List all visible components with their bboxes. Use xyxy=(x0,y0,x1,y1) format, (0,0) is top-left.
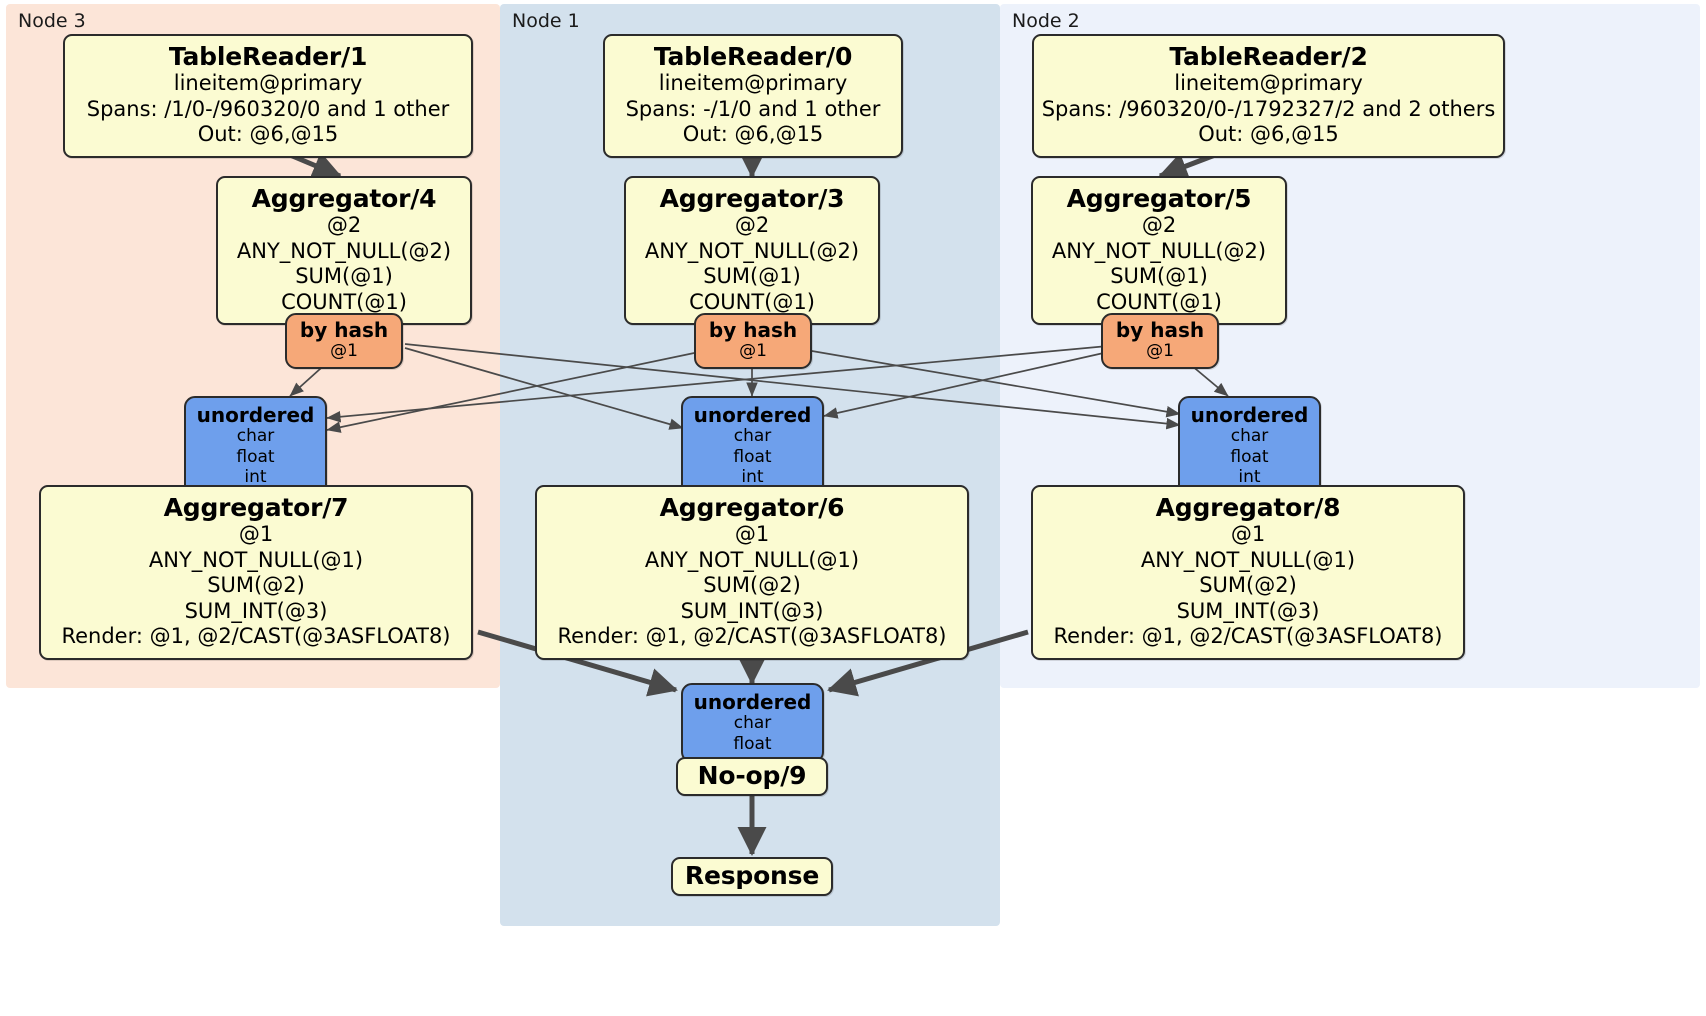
processor-detail-groupcol: @2 xyxy=(1141,213,1177,237)
processor-detail-agg2: SUM(@1) xyxy=(295,264,393,289)
router-title: unordered xyxy=(693,403,812,427)
processor-detail-render: Render: @1, @2/CAST(@3ASFLOAT8) xyxy=(61,624,451,649)
processor-detail-groupcol: @2 xyxy=(734,213,770,237)
processor-detail-agg1: ANY_NOT_NULL(@1) xyxy=(148,547,364,572)
processor-title: Aggregator/5 xyxy=(1066,184,1252,213)
router-by-hash-right[interactable]: by hash @1 xyxy=(1101,313,1219,369)
router-detail-type-2: float xyxy=(733,733,772,754)
processor-detail-agg3: SUM_INT(@3) xyxy=(184,598,328,623)
node-panel-label-node2: Node 2 xyxy=(1012,10,1080,32)
node-panel-label-node3: Node 3 xyxy=(18,10,86,32)
router-detail-type-2: float xyxy=(1230,446,1269,467)
processor-title: Aggregator/7 xyxy=(163,493,349,522)
processor-response[interactable]: Response xyxy=(671,857,833,896)
processor-detail-render: Render: @1, @2/CAST(@3ASFLOAT8) xyxy=(557,624,947,649)
processor-aggregator-8[interactable]: Aggregator/8 @1 ANY_NOT_NULL(@1) SUM(@2)… xyxy=(1031,485,1465,661)
processor-detail-render: Render: @1, @2/CAST(@3ASFLOAT8) xyxy=(1053,624,1443,649)
processor-detail-agg2: SUM(@2) xyxy=(207,573,305,598)
processor-detail-agg1: ANY_NOT_NULL(@2) xyxy=(1051,238,1267,263)
router-detail-column: @1 xyxy=(1146,341,1174,361)
processor-tablereader-1[interactable]: TableReader/1 lineitem@primary Spans: /1… xyxy=(63,34,473,158)
processor-detail-agg1: ANY_NOT_NULL(@2) xyxy=(644,238,860,263)
processor-title: Aggregator/3 xyxy=(659,184,845,213)
router-detail-column: @1 xyxy=(739,341,767,361)
processor-detail-agg3: COUNT(@1) xyxy=(689,289,815,314)
processor-detail-out: Out: @6,@15 xyxy=(1198,122,1339,147)
router-detail-type-3: int xyxy=(1238,467,1261,488)
processor-detail-out: Out: @6,@15 xyxy=(197,122,339,147)
processor-aggregator-7[interactable]: Aggregator/7 @1 ANY_NOT_NULL(@1) SUM(@2)… xyxy=(39,485,473,661)
router-title: unordered xyxy=(196,403,315,427)
processor-detail-table: lineitem@primary xyxy=(1174,71,1363,95)
router-title: by hash xyxy=(1115,318,1205,342)
processor-title: Aggregator/4 xyxy=(251,184,437,213)
processor-detail-groupcol: @1 xyxy=(238,522,274,546)
processor-detail-groupcol: @2 xyxy=(326,213,362,237)
router-by-hash-left[interactable]: by hash @1 xyxy=(285,313,403,369)
processor-detail-agg3: COUNT(@1) xyxy=(1096,289,1222,314)
router-detail-type-1: char xyxy=(1230,426,1269,446)
processor-detail-agg2: SUM(@2) xyxy=(703,573,801,598)
processor-detail-agg1: ANY_NOT_NULL(@1) xyxy=(644,547,860,572)
processor-detail-spans: Spans: /960320/0-/1792327/2 and 2 others xyxy=(1041,96,1496,121)
processor-detail-out: Out: @6,@15 xyxy=(682,122,824,147)
processor-aggregator-4[interactable]: Aggregator/4 @2 ANY_NOT_NULL(@2) SUM(@1)… xyxy=(216,176,472,326)
router-detail-column: @1 xyxy=(330,341,358,361)
processor-detail-agg3: SUM_INT(@3) xyxy=(1176,598,1320,623)
processor-detail-agg3: COUNT(@1) xyxy=(281,289,407,314)
node-panel-label-node1: Node 1 xyxy=(512,10,580,32)
router-detail-type-3: int xyxy=(741,467,764,488)
router-unordered-right[interactable]: unordered char float int xyxy=(1178,396,1321,498)
router-detail-type-3: int xyxy=(244,467,267,488)
router-unordered-mid[interactable]: unordered char float int xyxy=(681,396,824,498)
processor-detail-spans: Spans: /1/0-/960320/0 and 1 other xyxy=(86,96,450,121)
router-detail-type-2: float xyxy=(236,446,275,467)
router-title: by hash xyxy=(299,318,389,342)
router-detail-type-2: float xyxy=(733,446,772,467)
processor-tablereader-2[interactable]: TableReader/2 lineitem@primary Spans: /9… xyxy=(1032,34,1505,158)
processor-title: TableReader/0 xyxy=(653,42,853,71)
processor-title: Aggregator/8 xyxy=(1155,493,1341,522)
processor-title: TableReader/1 xyxy=(168,42,368,71)
router-detail-type-1: char xyxy=(733,713,772,733)
processor-title: No-op/9 xyxy=(697,761,807,790)
router-title: by hash xyxy=(708,318,798,342)
processor-aggregator-5[interactable]: Aggregator/5 @2 ANY_NOT_NULL(@2) SUM(@1)… xyxy=(1031,176,1287,326)
processor-detail-agg3: SUM_INT(@3) xyxy=(680,598,824,623)
processor-detail-agg2: SUM(@2) xyxy=(1199,573,1297,598)
processor-detail-table: lineitem@primary xyxy=(173,71,363,95)
router-detail-type-1: char xyxy=(236,426,275,446)
router-title: unordered xyxy=(693,690,812,714)
router-unordered-left[interactable]: unordered char float int xyxy=(184,396,327,498)
router-unordered-final[interactable]: unordered char float xyxy=(681,683,824,764)
router-by-hash-mid[interactable]: by hash @1 xyxy=(694,313,812,369)
processor-detail-agg2: SUM(@1) xyxy=(1110,264,1208,289)
processor-aggregator-6[interactable]: Aggregator/6 @1 ANY_NOT_NULL(@1) SUM(@2)… xyxy=(535,485,969,661)
processor-detail-groupcol: @1 xyxy=(734,522,770,546)
processor-detail-groupcol: @1 xyxy=(1230,522,1266,546)
processor-aggregator-3[interactable]: Aggregator/3 @2 ANY_NOT_NULL(@2) SUM(@1)… xyxy=(624,176,880,326)
processor-title: TableReader/2 xyxy=(1169,42,1368,71)
processor-title: Response xyxy=(684,861,820,890)
processor-detail-agg2: SUM(@1) xyxy=(703,264,801,289)
processor-detail-agg1: ANY_NOT_NULL(@2) xyxy=(236,238,452,263)
router-detail-type-1: char xyxy=(733,426,772,446)
processor-detail-spans: Spans: -/1/0 and 1 other xyxy=(625,96,881,121)
processor-tablereader-0[interactable]: TableReader/0 lineitem@primary Spans: -/… xyxy=(603,34,903,158)
processor-title: Aggregator/6 xyxy=(659,493,845,522)
router-title: unordered xyxy=(1190,403,1309,427)
processor-detail-table: lineitem@primary xyxy=(658,71,848,95)
processor-detail-agg1: ANY_NOT_NULL(@1) xyxy=(1140,547,1356,572)
processor-noop-9[interactable]: No-op/9 xyxy=(676,757,828,796)
